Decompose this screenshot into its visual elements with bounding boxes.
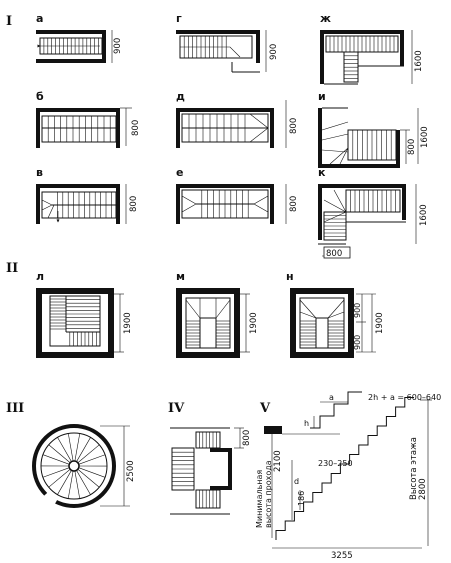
- svg-text:д: д: [176, 90, 185, 103]
- plan-b: б 800: [36, 90, 141, 148]
- svg-text:Высота этажа: Высота этажа: [409, 437, 419, 500]
- plan-d: д 800: [176, 90, 299, 148]
- plan-v: в 800: [36, 166, 139, 224]
- svg-text:б: б: [36, 90, 44, 103]
- stair-section-5: 2h + a = 600–640 a h d 3255 186 230–250 …: [255, 391, 441, 561]
- spiral-tread-line: [77, 444, 100, 464]
- svg-text:h: h: [304, 419, 309, 428]
- svg-text:ж: ж: [320, 12, 331, 25]
- spiral-tread-line: [78, 454, 106, 465]
- svg-text:1600: 1600: [419, 204, 429, 226]
- spiral-tread-line: [76, 437, 91, 462]
- spiral-tread-line: [42, 454, 70, 465]
- svg-text:900: 900: [353, 335, 362, 350]
- svg-text:1600: 1600: [420, 126, 430, 148]
- plan-g: г 900: [176, 12, 279, 73]
- plan-a: а 900: [36, 12, 123, 63]
- svg-text:Минимальная: Минимальная: [255, 470, 264, 528]
- plan-m: м 1900: [176, 270, 259, 358]
- svg-text:1900: 1900: [123, 312, 133, 334]
- svg-text:800: 800: [326, 249, 342, 259]
- section-label-4: IV: [168, 401, 185, 416]
- svg-text:186: 186: [297, 491, 306, 506]
- svg-text:1600: 1600: [414, 50, 424, 72]
- svg-text:800: 800: [289, 118, 299, 134]
- svg-text:л: л: [36, 270, 44, 283]
- svg-text:г: г: [176, 12, 182, 25]
- svg-text:и: и: [318, 90, 326, 103]
- svg-text:2100: 2100: [273, 450, 283, 472]
- spiral-tread-line: [48, 468, 71, 488]
- svg-text:1900: 1900: [249, 312, 259, 334]
- svg-text:800: 800: [407, 139, 417, 155]
- section-label-3: III: [6, 401, 24, 416]
- svg-text:к: к: [318, 166, 326, 179]
- section-label-2: II: [6, 261, 18, 276]
- svg-text:800: 800: [131, 120, 141, 136]
- spiral-tread-line: [74, 470, 80, 499]
- svg-text:900: 900: [113, 38, 123, 54]
- svg-text:a: a: [329, 393, 334, 402]
- spiral-tread-line: [76, 470, 91, 495]
- svg-text:н: н: [286, 270, 294, 283]
- plan-e: е 800: [176, 166, 299, 224]
- svg-text:а: а: [36, 12, 43, 25]
- plan-k: к 1600 800: [318, 166, 429, 259]
- spiral-tread-line: [48, 444, 71, 464]
- spiral-tread-line: [67, 470, 74, 499]
- svg-text:высота прохода: высота прохода: [264, 460, 273, 528]
- plan-zh: ж 1600: [320, 12, 424, 85]
- svg-text:в: в: [36, 166, 43, 179]
- spiral-tread-line: [74, 433, 81, 462]
- spiral-stair: 2500: [32, 424, 136, 508]
- svg-text:3255: 3255: [331, 551, 353, 561]
- svg-text:2500: 2500: [126, 460, 136, 482]
- svg-text:е: е: [176, 166, 183, 179]
- svg-text:800: 800: [129, 196, 139, 212]
- svg-text:230–250: 230–250: [318, 459, 353, 468]
- section-label-1: I: [6, 14, 12, 29]
- svg-text:800: 800: [242, 430, 252, 446]
- spiral-tread-line: [57, 437, 72, 462]
- svg-text:800: 800: [289, 196, 299, 212]
- svg-text:м: м: [176, 270, 185, 283]
- plan-n: н 900 900 1900: [286, 270, 385, 358]
- svg-text:900: 900: [353, 303, 362, 318]
- spiral-tread-line: [57, 470, 72, 495]
- plan-section-4: 800: [170, 427, 252, 515]
- svg-text:1900: 1900: [375, 312, 385, 334]
- svg-text:900: 900: [269, 44, 279, 60]
- spiral-tread-line: [68, 433, 74, 462]
- spiral-tread-line: [42, 467, 70, 478]
- plan-l: л 1900: [36, 270, 133, 358]
- stair-profile: [275, 397, 414, 540]
- section-label-5: V: [259, 401, 271, 416]
- svg-text:2800: 2800: [418, 478, 428, 500]
- plan-i: и 800 1600: [318, 90, 430, 168]
- spiral-tread-line: [77, 468, 100, 488]
- svg-text:d: d: [294, 477, 299, 486]
- spiral-tread-line: [78, 467, 106, 478]
